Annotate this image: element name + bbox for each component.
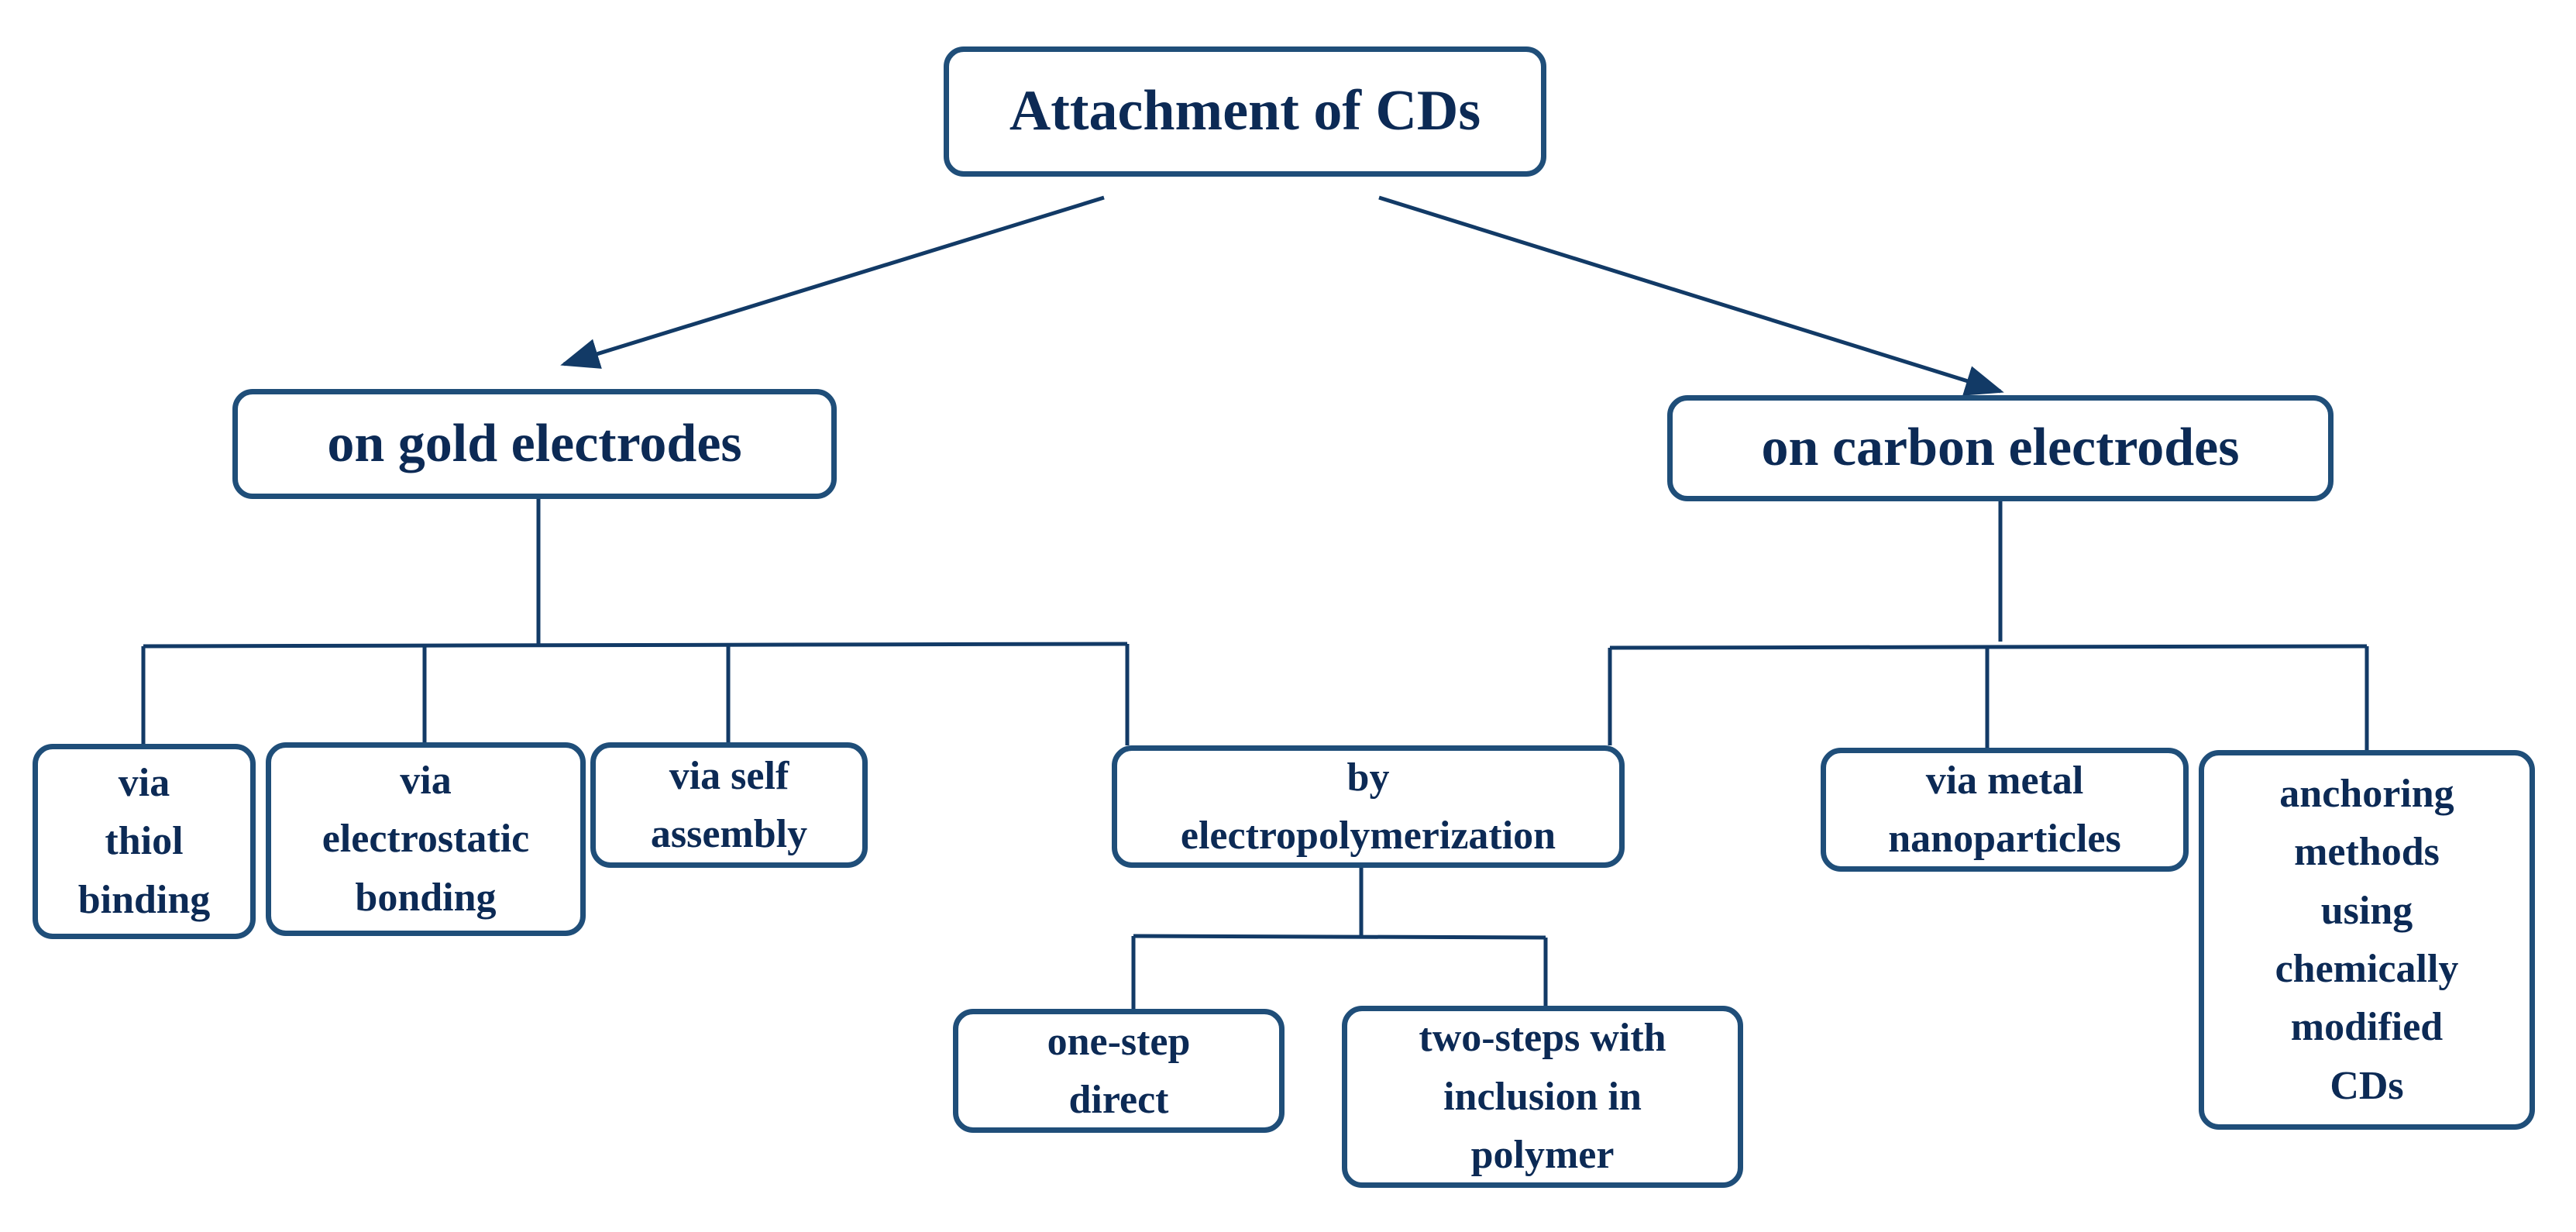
chemically-modified-cds-label: anchoring methods using chemically modif…	[2275, 771, 2459, 1108]
gold-electrodes-label: on gold electrodes	[327, 413, 742, 473]
root-node: Attachment of CDs	[944, 46, 1546, 177]
arrow-root-to-gold	[560, 195, 1105, 369]
thiol-binding-label: via thiol binding	[77, 760, 211, 922]
gold-electrodes-node: on gold electrodes	[232, 389, 837, 499]
electropolymerization-label: by electropolymerization	[1180, 755, 1556, 858]
one-step-direct-label: one-step direct	[1047, 1019, 1191, 1122]
metal-nanoparticles-label: via metal nanoparticles	[1888, 758, 2121, 861]
carbon-electrodes-label: on carbon electrodes	[1761, 418, 2240, 478]
arrow-root-to-carbon	[1378, 195, 2004, 396]
metal-nanoparticles-node: via metal nanoparticles	[1821, 748, 2189, 872]
one-step-direct-node: one-step direct	[953, 1009, 1285, 1133]
electropolymerization-node: by electropolymerization	[1112, 745, 1625, 868]
gold-branch-connectors	[141, 499, 1130, 745]
chemically-modified-cds-node: anchoring methods using chemically modif…	[2199, 750, 2535, 1130]
electrostatic-bonding-node: via electrostatic bonding	[266, 742, 586, 936]
root-label: Attachment of CDs	[1009, 79, 1481, 143]
two-steps-inclusion-node: two-steps with inclusion in polymer	[1342, 1006, 1743, 1188]
self-assembly-node: via self assembly	[590, 742, 868, 868]
two-steps-inclusion-label: two-steps with inclusion in polymer	[1419, 1016, 1666, 1178]
carbon-branch-connectors	[1608, 501, 2369, 750]
electrostatic-bonding-label: via electrostatic bonding	[322, 758, 530, 920]
thiol-binding-node: via thiol binding	[33, 744, 256, 939]
electropolymerization-branch-connectors	[1131, 868, 1548, 1009]
carbon-electrodes-node: on carbon electrodes	[1667, 395, 2334, 501]
self-assembly-label: via self assembly	[650, 753, 808, 856]
